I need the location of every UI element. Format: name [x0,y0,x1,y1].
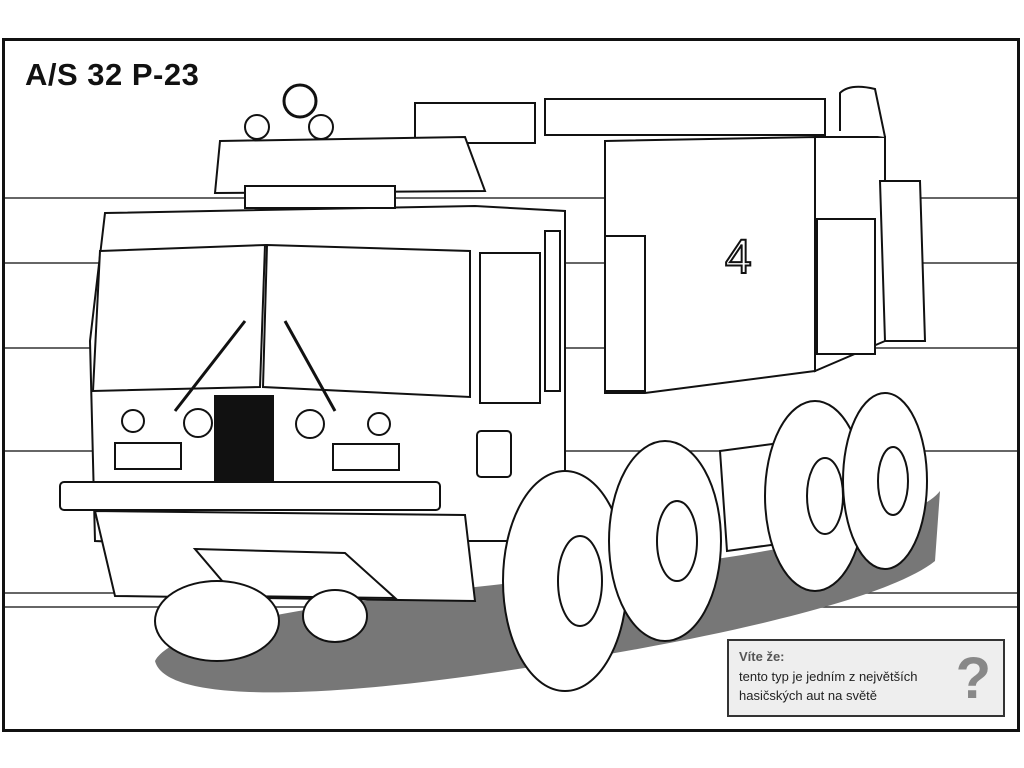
truck-body [59,85,927,603]
wipers [173,320,337,412]
fact-text-line-1: tento typ je jedním z největších [739,669,918,684]
side-number: 4 [725,231,752,284]
vehicle-title: A/S 32 P-23 [25,57,200,92]
question-mark-icon: ? [955,646,991,711]
fact-text-line-2: hasičských aut na světě [739,688,878,703]
fact-box: Víte že: tento typ je jedním z největšíc… [727,639,1005,717]
wheels [154,392,928,692]
fact-heading: Víte že: [739,649,785,664]
fire-truck-illustration: 4 [5,83,1017,693]
coloring-page-frame: 4 A/S 32 P-23 Víte že: tento typ je jedn… [2,38,1020,732]
lights [114,83,400,471]
fact-text: tento typ je jedním z největších hasičsk… [739,667,959,705]
